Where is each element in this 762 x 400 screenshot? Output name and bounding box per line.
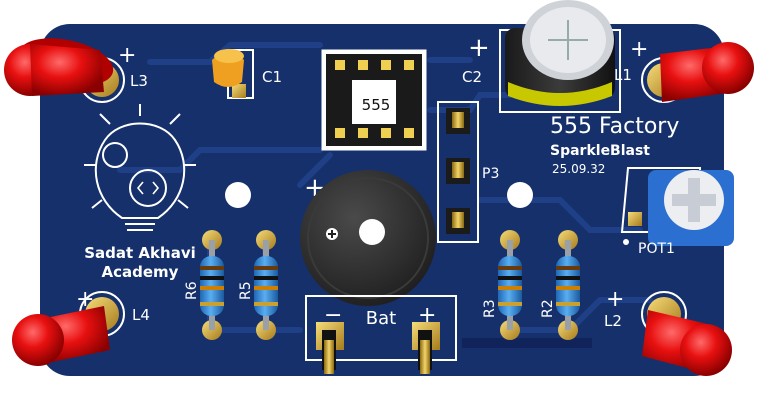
board-date: 25.09.32 (552, 162, 605, 176)
capacitor-c2 (499, 0, 621, 113)
resistor-label-r2: R2 (540, 299, 556, 318)
svg-text:+: + (118, 43, 136, 68)
potentiometer (620, 167, 734, 246)
svg-text:+: + (630, 37, 648, 62)
led-label-l2: L2 (604, 312, 622, 330)
pot-label: POT1 (638, 241, 675, 257)
led-l1 (660, 42, 754, 102)
led-label-l3: L3 (130, 72, 148, 90)
ic-label: 555 (362, 96, 391, 114)
battery-minus: − (324, 303, 342, 328)
mounting-hole-right (507, 182, 533, 208)
resistor-r3 (498, 230, 522, 340)
svg-text:+: + (468, 33, 490, 63)
polarity-marks: + + + + + + (76, 33, 648, 312)
resistor-label-r6: R6 (184, 281, 200, 300)
logo-line1: Sadat Akhavi (84, 244, 195, 262)
capacitor-c1 (212, 49, 254, 99)
trace-block (462, 338, 592, 348)
led-l3 (4, 38, 114, 96)
plus-circle-icon (326, 228, 338, 240)
ic-socket-555 (321, 49, 427, 151)
logo-line2: Academy (102, 263, 179, 281)
resistor-label-r3: R3 (482, 299, 498, 318)
buzzer (300, 170, 436, 306)
led-label-l4: L4 (132, 306, 150, 324)
svg-text:+: + (606, 287, 624, 312)
led-l2 (642, 310, 732, 376)
resistor-r5 (254, 230, 278, 340)
resistor-label-r5: R5 (238, 281, 254, 300)
mounting-hole-left (225, 182, 251, 208)
battery-terminal (305, 295, 457, 374)
board-title: 555 Factory (550, 114, 679, 139)
battery-plus: + (418, 303, 436, 328)
capacitor-label-c2: C2 (462, 68, 482, 86)
svg-text:+: + (76, 287, 94, 312)
battery-label: Bat (366, 308, 396, 329)
led-label-l1: L1 (614, 66, 632, 84)
resistor-r2 (556, 230, 580, 340)
capacitor-label-c1: C1 (262, 68, 282, 86)
lightbulb-gear-icon (84, 104, 196, 231)
connector-label: P3 (482, 166, 499, 182)
connector-p3 (437, 101, 479, 243)
led-l4 (12, 306, 110, 366)
board-subtitle: SparkleBlast (550, 143, 650, 159)
resistor-r6 (200, 230, 224, 340)
